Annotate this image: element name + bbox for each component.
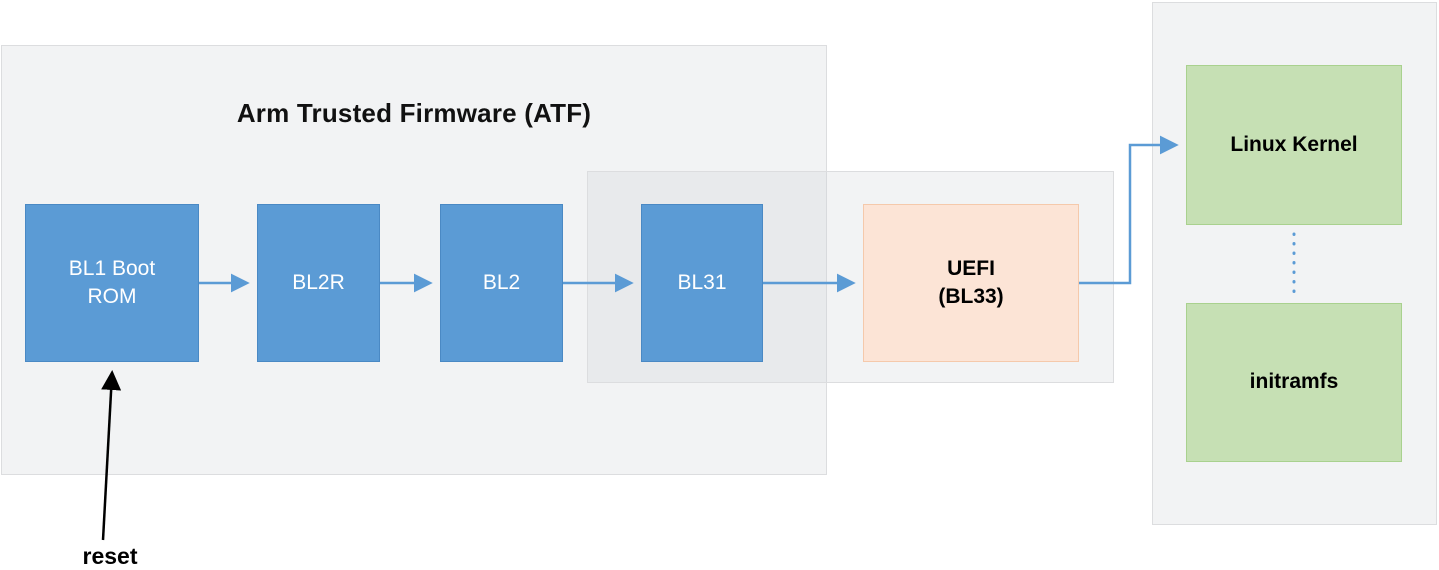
node-bl1-boot-rom-label: BL1 Boot ROM (68, 256, 156, 308)
node-bl2: BL2 (440, 204, 563, 362)
node-linux-kernel: Linux Kernel (1186, 65, 1402, 225)
node-uefi-bl33: UEFI (BL33) (863, 204, 1079, 362)
node-initramfs: initramfs (1186, 303, 1402, 462)
node-uefi-label-line1: UEFI (947, 256, 995, 280)
node-linux-kernel-label: Linux Kernel (1230, 132, 1358, 156)
node-bl1-boot-rom: BL1 Boot ROM (25, 204, 199, 362)
reset-label: reset (82, 543, 138, 569)
node-uefi-label-line2: (BL33) (938, 285, 1004, 308)
node-bl2-label: BL2 (482, 270, 521, 294)
node-bl2r-label: BL2R (292, 270, 345, 294)
node-initramfs-label: initramfs (1249, 370, 1339, 394)
atf-group-title: Arm Trusted Firmware (ATF) (236, 98, 592, 128)
node-bl31-label: BL31 (677, 270, 727, 294)
node-bl31: BL31 (641, 204, 763, 362)
node-bl2r: BL2R (257, 204, 380, 362)
